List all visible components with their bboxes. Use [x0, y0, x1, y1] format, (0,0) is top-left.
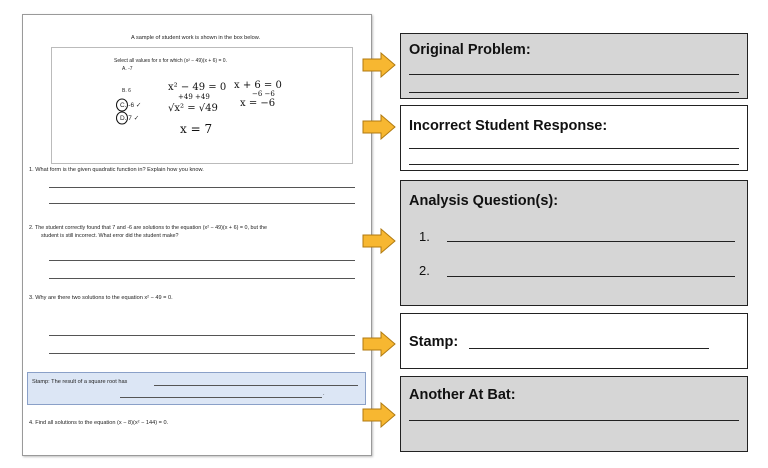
write-line [409, 420, 739, 421]
work-step-5: x = −6 [240, 98, 276, 109]
choice-c: C. -6 ✓ [120, 102, 142, 109]
write-line [409, 92, 739, 93]
stamp-text: Stamp: The result of a square root has [32, 379, 128, 385]
stamp-blank-line [120, 397, 322, 398]
worksheet-page: A sample of student work is shown in the… [22, 14, 372, 456]
answer-line [49, 187, 355, 188]
arrow-right-icon [362, 114, 396, 140]
question-1: 1. What form is the given quadratic func… [29, 167, 204, 173]
original-problem-title: Original Problem: [409, 42, 531, 58]
incorrect-response-title: Incorrect Student Response: [409, 118, 608, 134]
analysis-questions-title: Analysis Question(s): [409, 193, 559, 209]
circled-choices-mark [116, 98, 128, 125]
sample-caption: A sample of student work is shown in the… [131, 35, 261, 41]
answer-line [49, 260, 355, 261]
stamp-period: . [323, 391, 325, 397]
stamp-highlight-box: Stamp: The result of a square root has . [27, 372, 366, 405]
arrow-right-icon [362, 402, 396, 428]
write-line [409, 148, 739, 149]
write-line [447, 276, 735, 277]
work-step-1: x² − 49 = 0 [168, 82, 227, 93]
write-line [469, 348, 709, 349]
choice-a: A. -7 [122, 66, 133, 72]
answer-line [49, 203, 355, 204]
choice-b: B. 6 [122, 88, 131, 94]
arrow-right-icon [362, 228, 396, 254]
write-line [447, 241, 735, 242]
work-step-2: √x² = √49 [168, 103, 218, 114]
question-3: 3. Why are there two solutions to the eq… [29, 295, 173, 301]
question-4: 4. Find all solutions to the equation (x… [29, 420, 169, 426]
analysis-questions-panel: Analysis Question(s): 1. 2. [400, 180, 748, 306]
stamp-blank-line [154, 385, 358, 386]
choice-d: D. 7 ✓ [120, 115, 140, 122]
write-line [409, 164, 739, 165]
another-at-bat-panel: Another At Bat: [400, 376, 748, 452]
work-step-4: x + 6 = 0 [234, 80, 282, 91]
question-2: 2. The student correctly found that 7 an… [29, 225, 267, 231]
work-step-4b: −6 −6 [252, 90, 275, 98]
work-step-1b: +49 +49 [178, 93, 210, 101]
work-step-3: x = 7 [180, 122, 213, 136]
stamp-title: Stamp: [409, 334, 459, 350]
answer-line [49, 335, 355, 336]
stamp-panel: Stamp: [400, 313, 748, 369]
student-work-box: Select all values for x for which (x² − … [51, 47, 353, 164]
question-2-cont: student is still incorrect. What error d… [41, 233, 179, 239]
analysis-item-1-number: 1. [419, 229, 430, 244]
arrow-right-icon [362, 52, 396, 78]
incorrect-response-panel: Incorrect Student Response: [400, 105, 748, 171]
analysis-item-2-number: 2. [419, 263, 430, 278]
original-problem-panel: Original Problem: [400, 33, 748, 99]
arrow-right-icon [362, 331, 396, 357]
answer-line [49, 278, 355, 279]
another-at-bat-title: Another At Bat: [409, 387, 516, 403]
select-instruction: Select all values for x for which (x² − … [114, 58, 227, 64]
answer-line [49, 353, 355, 354]
write-line [409, 74, 739, 75]
